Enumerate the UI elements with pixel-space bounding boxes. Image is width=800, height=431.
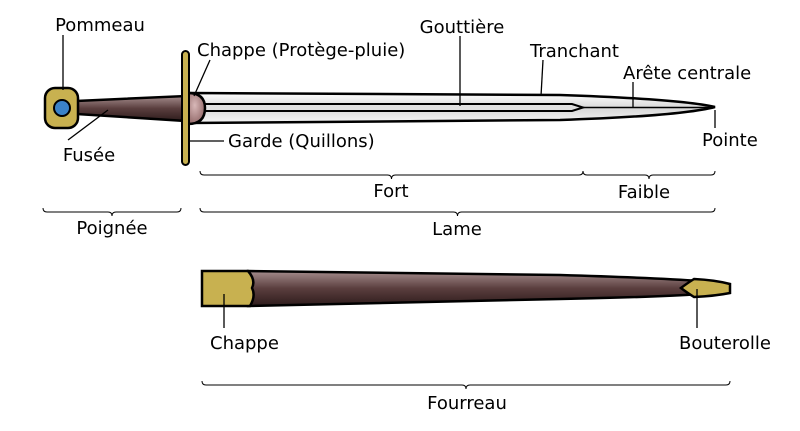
label-fourreau: Fourreau — [427, 393, 507, 414]
label-fort: Fort — [373, 181, 408, 202]
label-bouterolle: Bouterolle — [679, 333, 771, 354]
label-lame: Lame — [432, 219, 482, 240]
label-chappe-protege-pluie: Chappe (Protège-pluie) — [197, 40, 405, 61]
guard — [181, 50, 190, 166]
brace-faible — [582, 170, 716, 180]
label-fusee: Fusée — [63, 145, 115, 166]
label-pommeau: Pommeau — [55, 15, 145, 36]
grip — [74, 94, 188, 123]
brace-fourreau — [201, 380, 731, 390]
label-poignee: Poignée — [76, 218, 147, 239]
chappe-rain-guard — [186, 91, 207, 126]
scabbard-chape — [678, 277, 732, 299]
label-arete-centrale: Arête centrale — [623, 63, 751, 84]
label-chappe: Chappe — [210, 333, 279, 354]
pommel-stone — [53, 99, 71, 117]
label-faible: Faible — [618, 182, 670, 203]
scabbard-throat — [200, 269, 255, 308]
label-gouttiere: Gouttière — [420, 17, 505, 38]
scabbard-body — [246, 269, 702, 308]
label-pointe: Pointe — [702, 130, 758, 151]
brace-fort — [199, 170, 584, 180]
fuller — [200, 103, 587, 112]
label-garde: Garde (Quillons) — [228, 131, 375, 152]
brace-lame — [199, 207, 716, 217]
label-tranchant: Tranchant — [529, 41, 619, 62]
brace-poignee — [42, 207, 182, 217]
